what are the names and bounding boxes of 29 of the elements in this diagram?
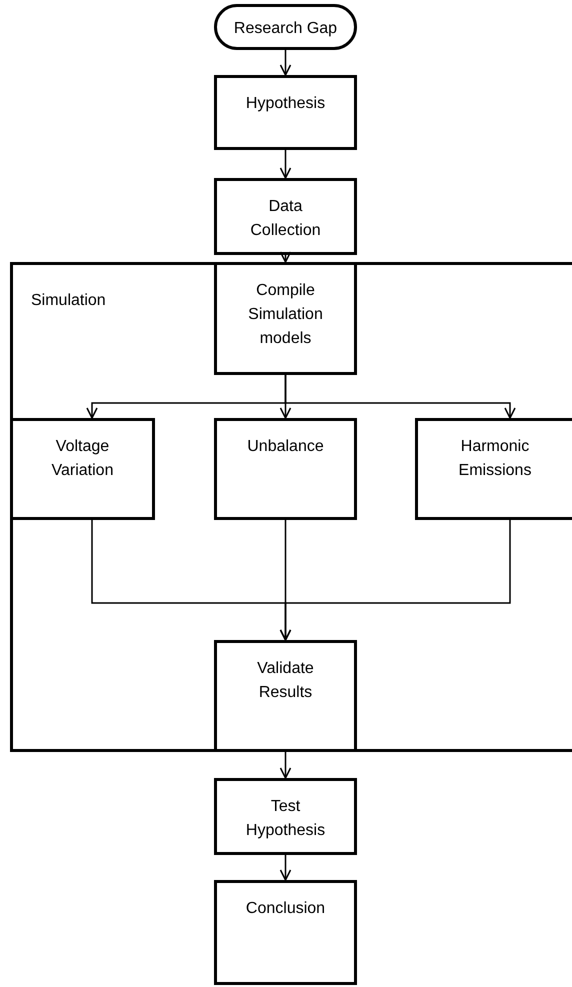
arrow [280, 50, 292, 76]
arrow [280, 251, 292, 263]
process-box [214, 75, 357, 150]
process-box [214, 262, 357, 375]
group-label: Simulation [31, 291, 106, 311]
process-box [415, 418, 572, 520]
node-label: Validate Results [256, 659, 315, 703]
arrow [280, 520, 511, 641]
node-label: Compile Simulation models [247, 281, 324, 349]
arrow [280, 150, 292, 179]
node-label: Unbalance [247, 437, 324, 457]
process-box [10, 418, 155, 520]
arrow [284, 375, 516, 419]
process-box [214, 178, 357, 255]
process-box [214, 640, 357, 752]
node-label: Conclusion [246, 899, 326, 919]
process-box [214, 778, 357, 855]
process-box [214, 880, 357, 985]
group-frame [10, 262, 572, 752]
node-label: Data Collection [249, 197, 322, 241]
process-box [214, 418, 357, 520]
arrow [280, 855, 292, 881]
node-label: Harmonic Emissions [458, 437, 532, 481]
node-label: Voltage Variation [50, 437, 114, 481]
arrow [280, 752, 292, 779]
node-label: Research Gap [234, 19, 338, 39]
node-label: Test Hypothesis [244, 797, 326, 841]
node-label: Hypothesis [246, 94, 326, 114]
terminal-box [214, 4, 357, 50]
